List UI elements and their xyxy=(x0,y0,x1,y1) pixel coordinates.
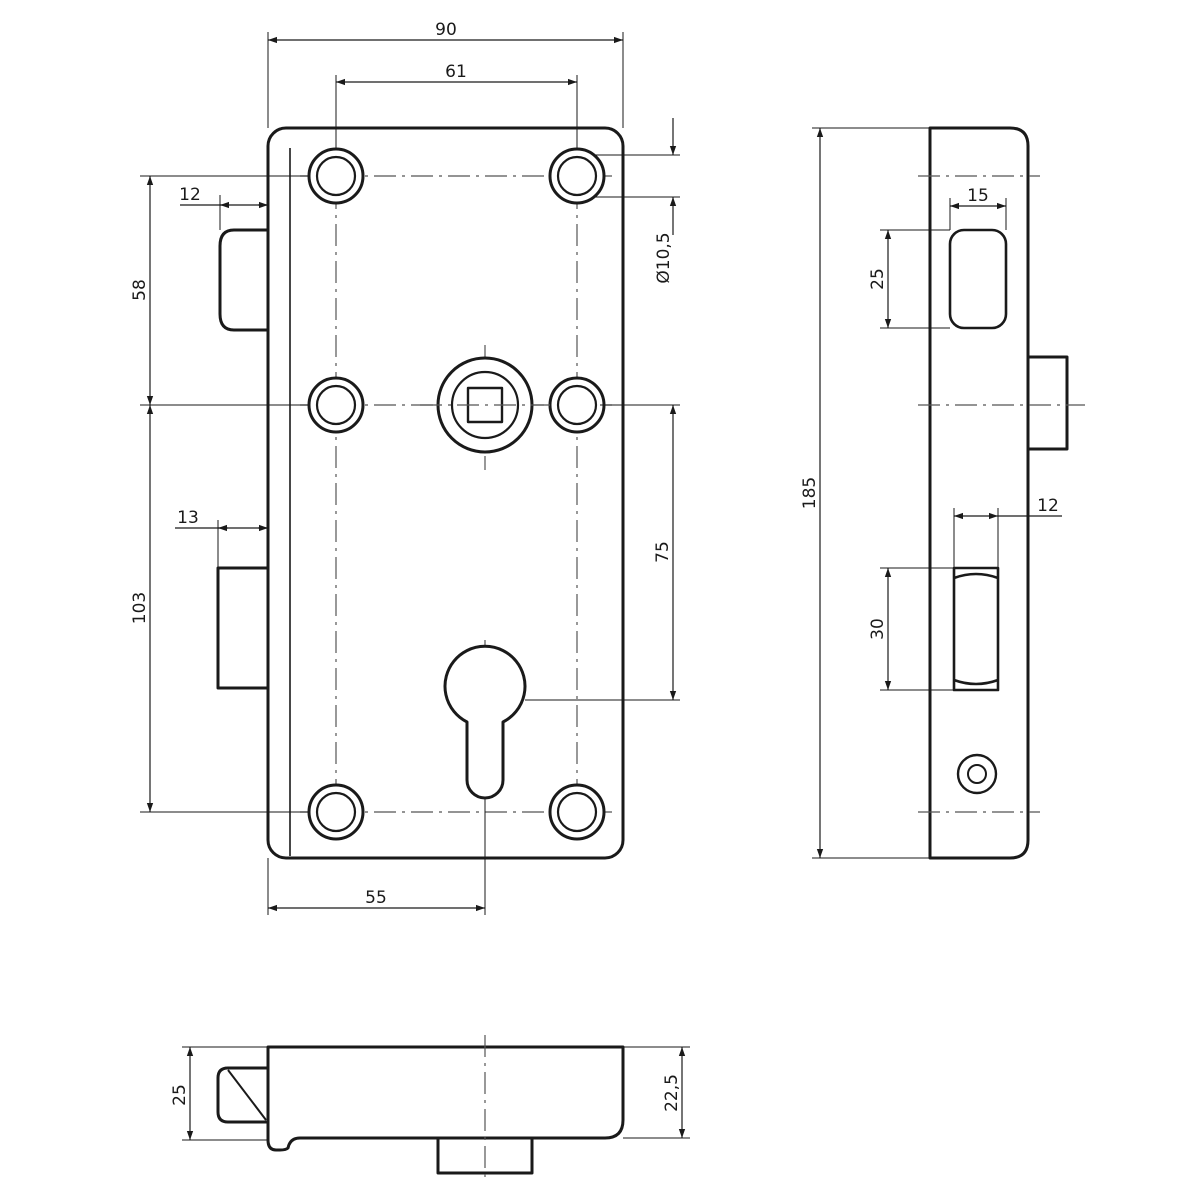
dim-width-overall: 90 xyxy=(435,20,457,40)
front-mounting-hole-bottom-right xyxy=(548,783,606,841)
dim-backset: 55 xyxy=(365,888,387,908)
dim-bolt-height: 30 xyxy=(868,618,888,640)
front-mounting-hole-mid-right xyxy=(548,376,606,434)
front-mounting-hole-mid-left xyxy=(307,376,365,434)
front-latch xyxy=(218,228,270,332)
front-case-plate xyxy=(266,126,625,860)
front-view xyxy=(216,126,625,860)
bottom-case-body xyxy=(266,1045,625,1152)
bottom-bolt xyxy=(216,1066,268,1124)
side-latch-window xyxy=(948,228,1008,330)
dim-case-depth: 22,5 xyxy=(662,1074,682,1112)
dim-top-to-spindle: 58 xyxy=(130,279,150,301)
bottom-bolt-bevel xyxy=(227,1069,267,1121)
dim-bolt-depth: 12 xyxy=(1037,496,1059,516)
side-screw xyxy=(956,753,998,795)
front-mounting-hole-top-right xyxy=(548,147,606,205)
bottom-view xyxy=(216,1035,625,1180)
side-bolt-window xyxy=(952,566,1000,692)
front-cylinder-cutout xyxy=(443,644,527,800)
dim-spindle-to-bottom-hole: 103 xyxy=(130,592,150,624)
dim-latch-projection: 12 xyxy=(179,185,201,205)
front-mounting-hole-bottom-left xyxy=(307,783,365,841)
dim-latch-height: 25 xyxy=(868,268,888,290)
front-view-dimensions: 90 61 12 58 103 13 Ø10,5 xyxy=(130,20,680,915)
dim-hole-diameter: Ø10,5 xyxy=(654,232,674,283)
side-view-dimensions: 185 15 25 12 30 xyxy=(800,127,1062,859)
dim-latch-width: 15 xyxy=(967,186,989,206)
front-deadbolt xyxy=(216,566,270,690)
dim-bolt-thickness: 25 xyxy=(170,1084,190,1106)
dim-hole-spacing-horizontal: 61 xyxy=(445,62,467,82)
side-lever-tab xyxy=(1025,355,1069,451)
side-view xyxy=(918,126,1085,860)
bottom-view-dimensions: 25 22,5 xyxy=(170,1046,690,1141)
dim-bolt-projection: 13 xyxy=(177,508,199,528)
front-mounting-hole-top-left xyxy=(307,147,365,205)
dim-spindle-to-cylinder: 75 xyxy=(653,541,673,563)
dim-height-overall: 185 xyxy=(800,477,820,509)
